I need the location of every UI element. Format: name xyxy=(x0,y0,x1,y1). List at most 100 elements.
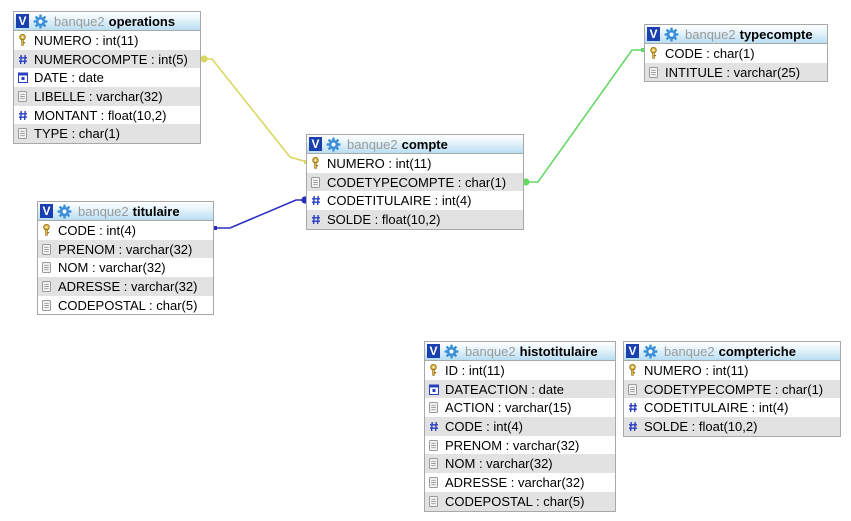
column-label: ADRESSE : varchar(32) xyxy=(58,278,198,294)
column-row[interactable]: CODEPOSTAL : char(5) xyxy=(38,296,213,315)
database-name: banque2 xyxy=(685,26,736,42)
column-label: INTITULE : varchar(25) xyxy=(665,64,801,80)
column-row[interactable]: NOM : varchar(32) xyxy=(425,454,615,474)
settings-gear-icon[interactable] xyxy=(440,344,459,359)
column-label: PRENOM : varchar(32) xyxy=(58,241,193,257)
column-row[interactable]: CODE : char(1) xyxy=(645,44,827,63)
column-row[interactable]: CODE : int(4) xyxy=(38,221,213,240)
column-row[interactable]: ID : int(11) xyxy=(425,361,615,380)
settings-gear-icon[interactable] xyxy=(639,344,658,359)
calendar-icon xyxy=(428,383,439,395)
column-label: ID : int(11) xyxy=(445,362,505,378)
column-label: DATEACTION : date xyxy=(445,381,564,397)
column-label: NUMEROCOMPTE : int(5) xyxy=(34,51,188,67)
column-row[interactable]: CODETYPECOMPTE : char(1) xyxy=(624,379,840,399)
column-row[interactable]: ACTION : varchar(15) xyxy=(425,398,615,417)
column-label: CODEPOSTAL : char(5) xyxy=(58,297,198,313)
column-row[interactable]: MONTANT : float(10,2) xyxy=(14,106,200,125)
hash-icon xyxy=(627,420,638,432)
text-icon xyxy=(41,243,52,255)
column-label: NOM : varchar(32) xyxy=(58,260,166,276)
column-label: SOLDE : float(10,2) xyxy=(644,418,758,434)
column-label: CODETYPECOMPTE : char(1) xyxy=(644,381,824,397)
column-label: NOM : varchar(32) xyxy=(445,456,553,472)
column-row[interactable]: DATE : date xyxy=(14,68,200,87)
toggle-v-icon[interactable]: V xyxy=(626,344,639,358)
column-row[interactable]: PRENOM : varchar(32) xyxy=(38,239,213,259)
relation-titulaire-compte xyxy=(213,196,309,230)
column-row[interactable]: CODEPOSTAL : char(5) xyxy=(425,491,615,511)
text-icon xyxy=(310,176,321,188)
column-row[interactable]: ADRESSE : varchar(32) xyxy=(425,473,615,492)
hash-icon xyxy=(17,109,28,121)
settings-gear-icon[interactable] xyxy=(322,137,341,152)
column-label: ACTION : varchar(15) xyxy=(445,400,572,416)
settings-gear-icon[interactable] xyxy=(660,27,679,42)
column-row[interactable]: NOM : varchar(32) xyxy=(38,258,213,277)
column-label: ADRESSE : varchar(32) xyxy=(445,474,585,490)
toggle-v-icon[interactable]: V xyxy=(647,27,660,41)
calendar-icon xyxy=(17,72,28,84)
column-row[interactable]: ADRESSE : varchar(32) xyxy=(38,277,213,296)
hash-icon xyxy=(428,420,439,432)
key-icon xyxy=(41,224,52,237)
column-row[interactable]: CODETITULAIRE : int(4) xyxy=(307,191,523,210)
hash-icon xyxy=(310,213,321,225)
toggle-v-icon[interactable]: V xyxy=(40,204,53,218)
column-row[interactable]: PRENOM : varchar(32) xyxy=(425,436,615,455)
column-label: LIBELLE : varchar(32) xyxy=(34,88,163,104)
toggle-v-icon[interactable]: V xyxy=(427,344,440,358)
database-name: banque2 xyxy=(54,13,105,29)
column-row[interactable]: SOLDE : float(10,2) xyxy=(307,210,523,229)
key-icon xyxy=(627,364,638,377)
column-label: CODE : char(1) xyxy=(665,45,755,61)
settings-gear-icon[interactable] xyxy=(53,204,72,219)
column-row[interactable]: CODETITULAIRE : int(4) xyxy=(624,398,840,417)
column-row[interactable]: INTITULE : varchar(25) xyxy=(645,62,827,82)
text-icon xyxy=(428,476,439,488)
toggle-v-icon[interactable]: V xyxy=(16,14,29,28)
column-row[interactable]: DATEACTION : date xyxy=(425,379,615,399)
key-icon xyxy=(428,364,439,377)
column-row[interactable]: NUMERO : int(11) xyxy=(624,361,840,380)
column-label: DATE : date xyxy=(34,70,104,86)
column-label: CODEPOSTAL : char(5) xyxy=(445,493,585,509)
column-row[interactable]: NUMERO : int(11) xyxy=(14,31,200,50)
column-row[interactable]: NUMEROCOMPTE : int(5) xyxy=(14,49,200,69)
column-label: NUMERO : int(11) xyxy=(644,362,749,378)
column-label: PRENOM : varchar(32) xyxy=(445,437,580,453)
settings-gear-icon[interactable] xyxy=(29,14,48,29)
table-name: histotitulaire xyxy=(519,343,598,359)
text-icon xyxy=(428,495,439,507)
relation-compte-typecompte xyxy=(522,48,645,186)
column-row[interactable]: LIBELLE : varchar(32) xyxy=(14,87,200,106)
column-label: CODETITULAIRE : int(4) xyxy=(327,193,472,209)
key-icon xyxy=(17,34,28,47)
column-row[interactable]: SOLDE : float(10,2) xyxy=(624,417,840,436)
key-icon xyxy=(310,157,321,170)
text-icon xyxy=(648,66,659,78)
table-name: titulaire xyxy=(132,203,180,219)
column-row[interactable]: TYPE : char(1) xyxy=(14,124,200,144)
column-row[interactable]: CODE : int(4) xyxy=(425,417,615,436)
text-icon xyxy=(17,90,28,102)
toggle-v-icon[interactable]: V xyxy=(309,137,322,151)
text-icon xyxy=(17,128,28,140)
column-label: TYPE : char(1) xyxy=(34,126,120,142)
table-name: compteriche xyxy=(718,343,796,359)
text-icon xyxy=(428,402,439,414)
column-row[interactable]: NUMERO : int(11) xyxy=(307,154,523,173)
column-row[interactable]: CODETYPECOMPTE : char(1) xyxy=(307,172,523,192)
